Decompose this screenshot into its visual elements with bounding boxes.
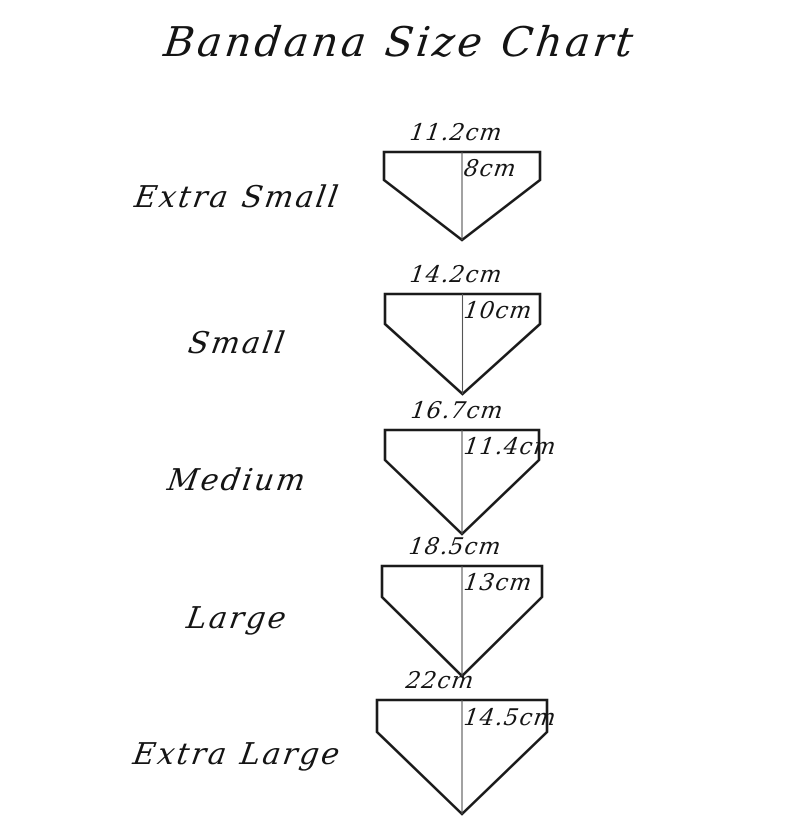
height-measurement-label: 13cm xyxy=(462,570,535,597)
size-row: Medium 16.7cm 11.4cm xyxy=(0,398,800,548)
size-name-label: Extra Small xyxy=(132,179,343,215)
bandana-outline-icon xyxy=(383,292,541,396)
width-measurement-label: 11.2cm xyxy=(408,120,505,146)
bandana-outline-icon xyxy=(383,428,541,536)
height-measurement-label: 14.5cm xyxy=(462,704,559,731)
height-measurement-label: 10cm xyxy=(462,298,535,325)
bandana-outline-icon xyxy=(380,564,544,678)
bandana-shape xyxy=(382,150,542,242)
bandana-shape xyxy=(375,698,549,816)
size-name-label: Extra Large xyxy=(130,736,345,772)
width-measurement-label: 18.5cm xyxy=(406,534,504,560)
width-measurement-label: 14.2cm xyxy=(408,262,505,288)
bandana-shape xyxy=(383,428,541,536)
size-row: Small 14.2cm 10cm xyxy=(0,262,800,408)
width-measurement-label: 22cm xyxy=(403,668,476,694)
height-measurement-label: 11.4cm xyxy=(462,434,559,461)
size-row: Extra Small 11.2cm 8cm xyxy=(0,120,800,254)
page-title: Bandana Size Chart xyxy=(161,18,639,66)
bandana-outline-icon xyxy=(382,150,542,242)
size-name-label: Large xyxy=(184,601,291,637)
bandana-shape xyxy=(383,292,541,396)
size-name-label: Medium xyxy=(164,463,310,499)
width-measurement-label: 16.7cm xyxy=(408,398,506,424)
bandana-outline-icon xyxy=(375,698,549,816)
size-name-label: Small xyxy=(185,326,290,361)
height-measurement-label: 8cm xyxy=(462,156,519,183)
size-row: Large 18.5cm 13cm xyxy=(0,534,800,690)
bandana-shape xyxy=(380,564,544,678)
size-row: Extra Large 22cm 14.5cm xyxy=(0,668,800,828)
